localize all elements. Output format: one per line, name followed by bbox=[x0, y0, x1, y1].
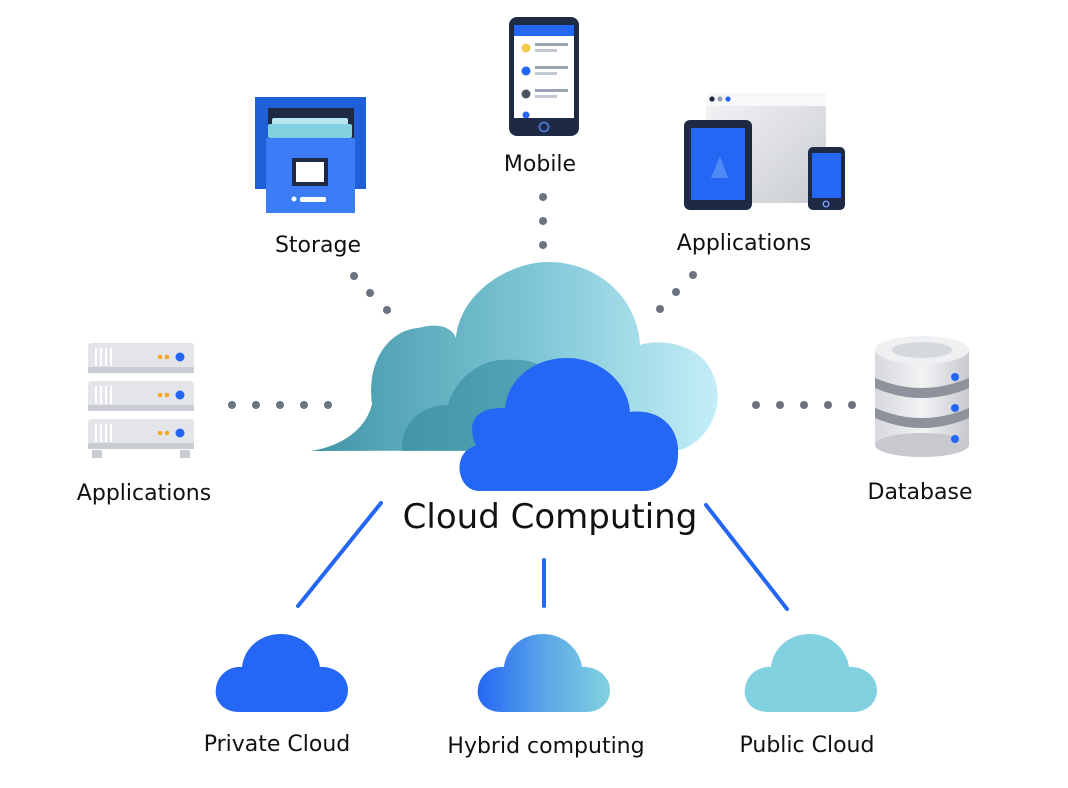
hybrid-computing-label: Hybrid computing bbox=[447, 734, 645, 759]
private-cloud-icon bbox=[215, 634, 348, 712]
database-icon bbox=[875, 336, 969, 457]
applications-devices-label: Applications bbox=[676, 231, 812, 256]
private-cloud-label: Private Cloud bbox=[203, 732, 351, 757]
cloud-computing-title: Cloud Computing bbox=[402, 497, 698, 537]
public-cloud-label: Public Cloud bbox=[739, 733, 875, 758]
applications-servers-label: Applications bbox=[76, 481, 212, 506]
cloud-computing-icon bbox=[310, 262, 718, 491]
database-label: Database bbox=[867, 480, 973, 505]
connector-private-cloud bbox=[296, 501, 383, 608]
public-cloud-icon bbox=[744, 634, 877, 712]
file-storage-icon bbox=[255, 97, 366, 213]
devices-icon bbox=[684, 93, 845, 210]
connector-applications-servers bbox=[228, 401, 332, 409]
mobile-label: Mobile bbox=[503, 152, 577, 177]
connector-applications-devices bbox=[656, 271, 697, 313]
hybrid-cloud-icon bbox=[477, 634, 610, 712]
connector-public-cloud bbox=[704, 503, 789, 611]
storage-label: Storage bbox=[274, 233, 362, 258]
server-rack-icon bbox=[88, 343, 194, 458]
connector-storage bbox=[350, 272, 391, 314]
connector-database bbox=[752, 401, 856, 409]
smartphone-icon bbox=[509, 17, 579, 136]
connector-mobile bbox=[539, 193, 547, 249]
